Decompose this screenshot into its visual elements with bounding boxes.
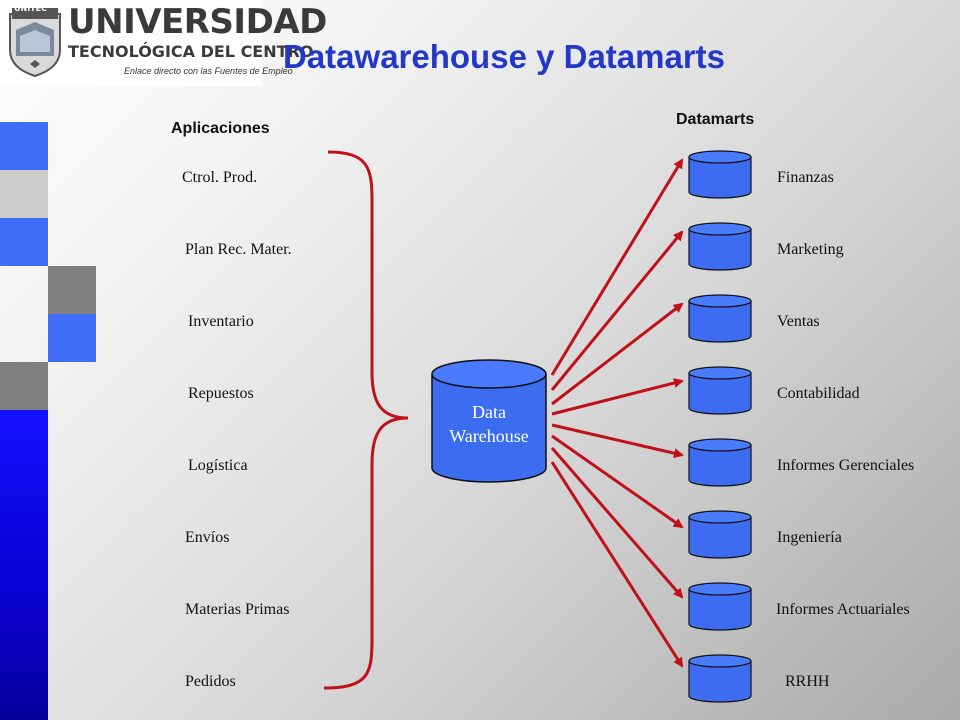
sidebar-block-2 [0, 170, 48, 218]
sidebar-bar [0, 410, 48, 720]
sidebar-block-4 [48, 266, 96, 314]
data-warehouse-label: Data Warehouse [432, 400, 546, 448]
datamart-label: Marketing [777, 241, 844, 258]
applications-heading: Aplicaciones [171, 120, 270, 137]
datamart-cylinder [688, 366, 752, 415]
arrow-ventas [551, 302, 684, 406]
datamart-cylinder [688, 654, 752, 703]
datamart-label: RRHH [785, 673, 830, 690]
datamart-label: Ventas [777, 313, 820, 330]
sidebar-block-6 [0, 362, 48, 410]
application-item: Materias Primas [185, 601, 290, 618]
data-warehouse-cylinder [431, 359, 547, 483]
university-logo: UNITEC UNIVERSIDAD TECNOLÓGICA DEL CENTR… [0, 0, 327, 86]
arrow-contabilidad [551, 378, 684, 416]
logo-line1: UNIVERSIDAD [68, 2, 327, 42]
logo-line2: TECNOLÓGICA DEL CENTRO [68, 42, 314, 61]
sidebar-block-1 [0, 122, 48, 170]
datamarts-heading: Datamarts [676, 111, 755, 128]
grouping-brace [323, 150, 409, 690]
datamart-cylinder [688, 222, 752, 271]
datamart-cylinder [688, 294, 752, 343]
arrow-rrhh [550, 461, 684, 668]
application-item: Pedidos [185, 673, 236, 690]
datamart-label: Ingeniería [777, 529, 842, 546]
sidebar-block-5 [48, 314, 96, 362]
datamart-label: Informes Gerenciales [777, 457, 915, 474]
arrow-informes-actuariales [550, 447, 684, 599]
logo-tagline: Enlace directo con las Fuentes de Empleo [124, 66, 293, 76]
arrow-informes-gerenciales [551, 423, 684, 459]
datamart-cylinder [688, 582, 752, 631]
datamart-label: Finanzas [777, 169, 834, 186]
data-warehouse-label-line1: Data [472, 402, 506, 422]
datamart-cylinder [688, 150, 752, 199]
datamart-cylinder [688, 510, 752, 559]
datamart-label: Contabilidad [777, 385, 860, 402]
datamart-label: Informes Actuariales [776, 601, 910, 618]
application-item: Envíos [185, 529, 230, 546]
university-emblem-icon [9, 8, 61, 78]
application-item: Plan Rec. Mater. [185, 241, 292, 258]
sidebar-block-3 [0, 218, 48, 266]
arrow-finanzas [550, 158, 684, 376]
application-item: Logística [188, 457, 248, 474]
application-item: Ctrol. Prod. [182, 169, 258, 186]
data-warehouse-label-line2: Warehouse [449, 426, 529, 446]
arrow-ingenieria [551, 434, 684, 529]
arrows [550, 158, 684, 668]
application-item: Repuestos [188, 385, 254, 402]
arrow-marketing [550, 230, 684, 391]
logo-badge: UNITEC [14, 4, 47, 13]
datamart-cylinder [688, 438, 752, 487]
application-item: Inventario [188, 313, 254, 330]
page-title: Datawarehouse y Datamarts [283, 38, 726, 75]
